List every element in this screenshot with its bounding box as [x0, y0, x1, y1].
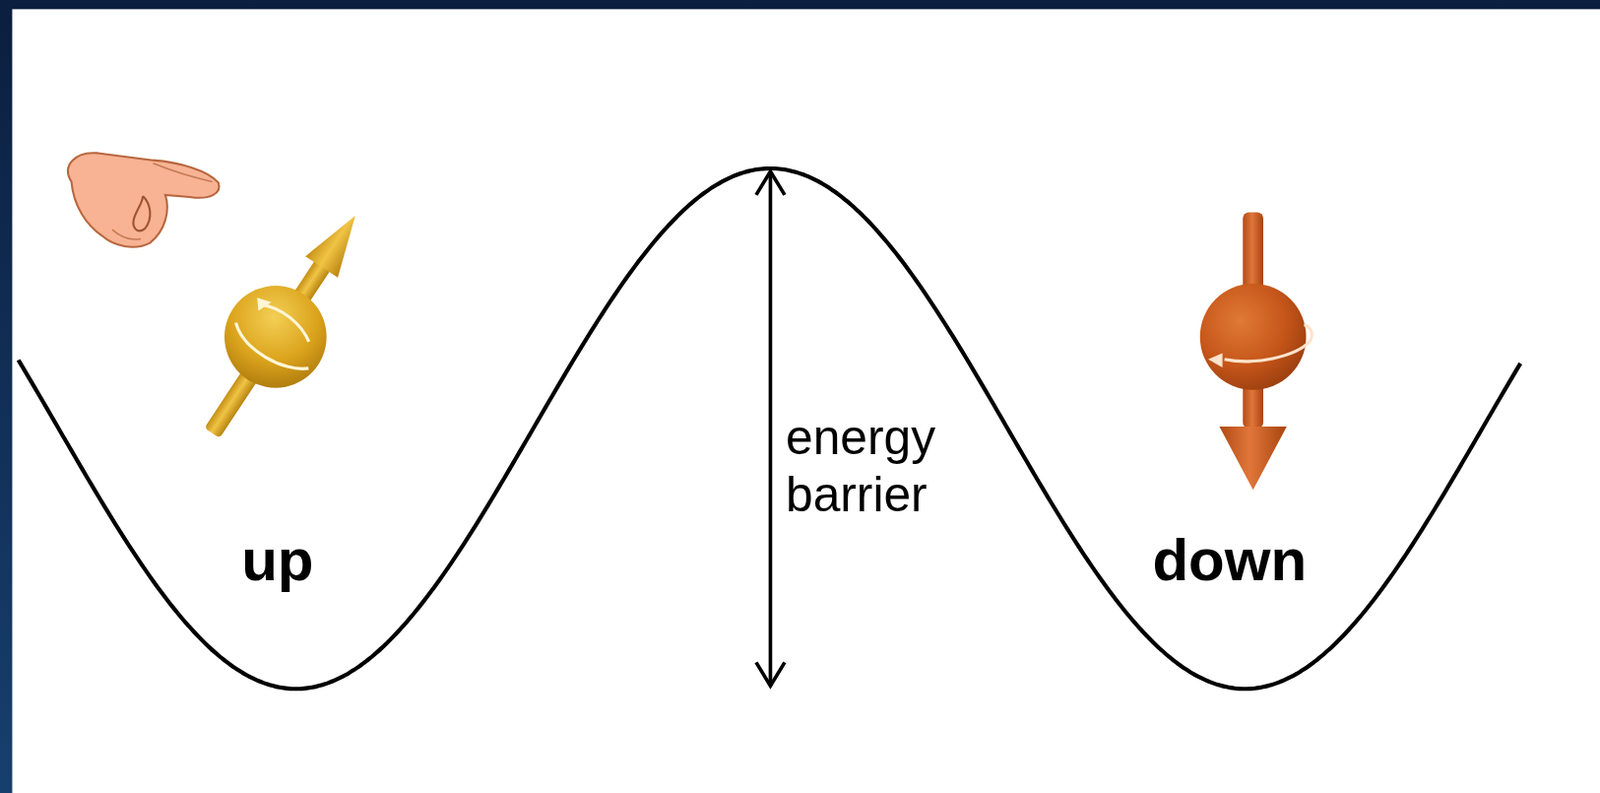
state-label: up — [241, 525, 314, 594]
potential-curve — [18, 168, 1522, 689]
barrier-label: energy barrier — [785, 409, 990, 522]
hand-icon — [67, 152, 219, 247]
white-panel — [11, 8, 1600, 793]
spin-down-symbol — [1200, 211, 1313, 490]
state-label: down — [1152, 525, 1307, 594]
barrier-double-arrow — [756, 171, 785, 686]
spin-up-symbol — [169, 188, 398, 462]
